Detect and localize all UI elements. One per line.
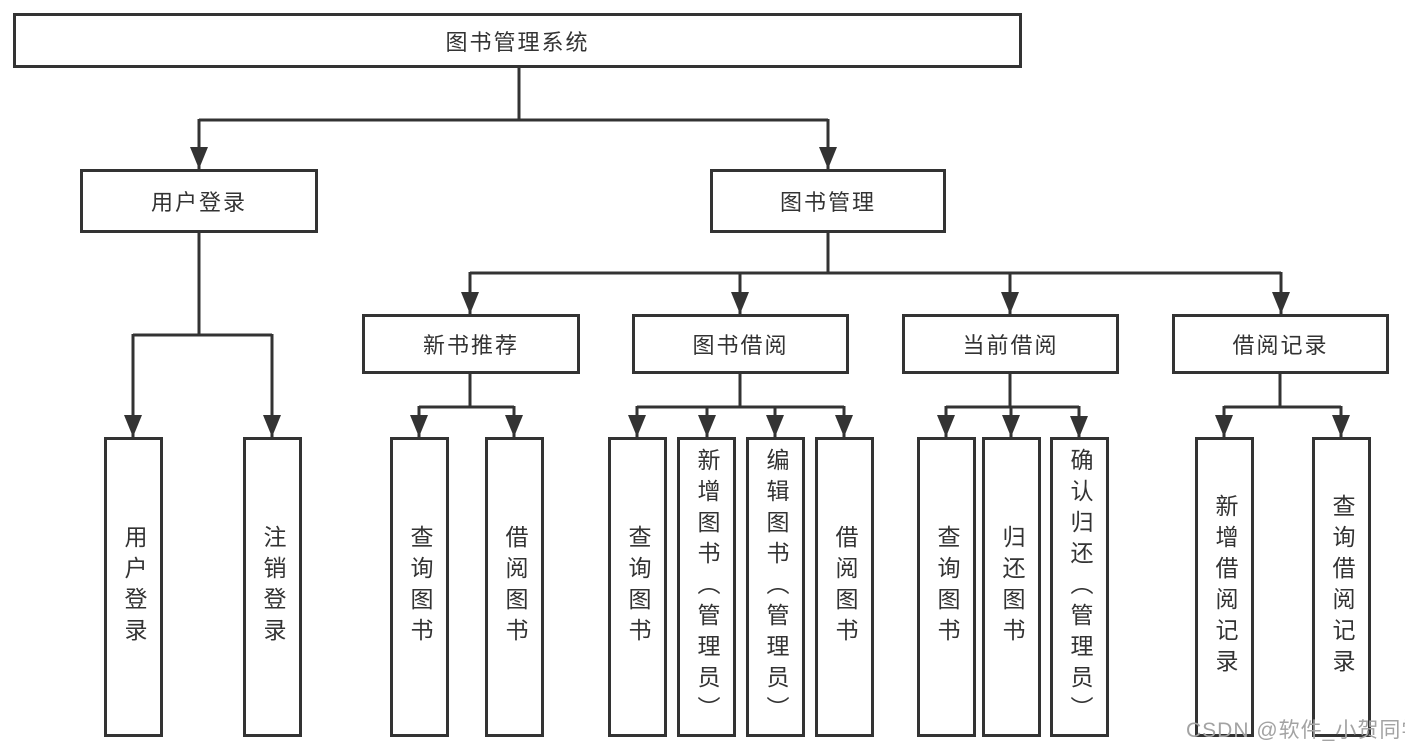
node-current-borrow: 当前借阅 — [902, 314, 1119, 374]
node-book-borrow: 图书借阅 — [632, 314, 849, 374]
leaf-add-borrow-record: 新增借阅记录 — [1195, 437, 1254, 737]
csdn-watermark: CSDN @软件_小贺同学 — [1186, 719, 1405, 742]
connector-book-borrow-to-leaves — [628, 374, 853, 437]
node-new-book-recommend: 新书推荐 — [362, 314, 580, 374]
node-borrow-records: 借阅记录 — [1172, 314, 1389, 374]
node-book-management: 图书管理 — [710, 169, 946, 233]
leaf-query-books-current: 查询图书 — [917, 437, 976, 737]
leaf-confirm-return-admin: 确认归还（管理员） — [1050, 437, 1109, 737]
node-user-login: 用户登录 — [80, 169, 318, 233]
leaf-add-books-admin: 新增图书（管理员） — [677, 437, 736, 737]
connector-borrow-records-to-leaves — [1215, 374, 1350, 437]
node-root-system: 图书管理系统 — [13, 13, 1022, 68]
leaf-borrow-books-recommend: 借阅图书 — [485, 437, 544, 737]
connector-new-book-rec-to-leaves — [410, 374, 523, 437]
leaf-borrow-books: 借阅图书 — [815, 437, 874, 737]
leaf-edit-books-admin: 编辑图书（管理员） — [746, 437, 805, 737]
leaf-user-login: 用户登录 — [104, 437, 163, 737]
leaf-query-borrow-record: 查询借阅记录 — [1312, 437, 1371, 737]
leaf-return-books: 归还图书 — [982, 437, 1041, 737]
connector-book-mgmt-to-level2 — [461, 233, 1290, 314]
connector-root-to-level1 — [190, 68, 837, 169]
connector-current-borrow-to-leaves — [937, 374, 1088, 438]
connector-user-login-to-leaves — [124, 233, 281, 437]
leaf-logout: 注销登录 — [243, 437, 302, 737]
leaf-query-books-recommend: 查询图书 — [390, 437, 449, 737]
leaf-query-books-borrow: 查询图书 — [608, 437, 667, 737]
